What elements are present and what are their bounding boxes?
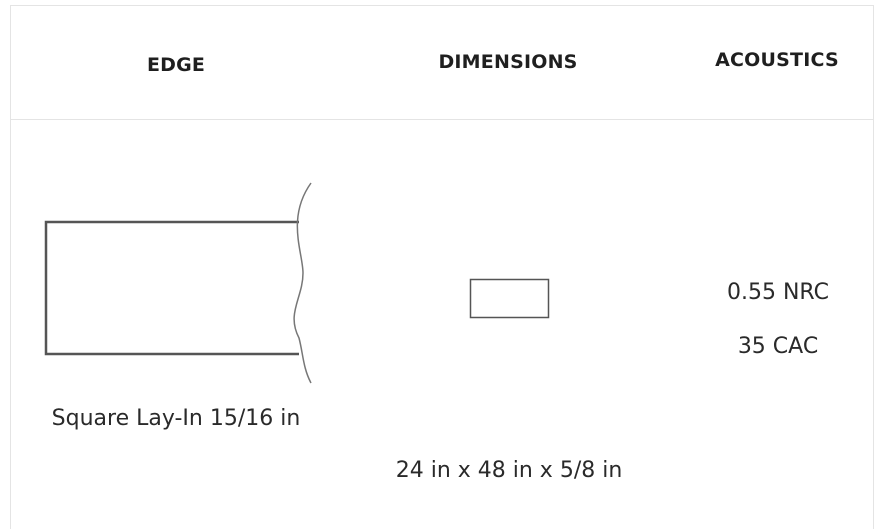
acoustics-header: ACOUSTICS xyxy=(715,49,839,71)
nrc-value: 0.55 NRC xyxy=(727,280,829,305)
product-spec-card: EDGE DIMENSIONS ACOUSTICS Square Lay-In … xyxy=(10,5,874,529)
square-edge-profile-icon xyxy=(44,182,312,384)
dimensions-header: DIMENSIONS xyxy=(438,51,578,73)
panel-rectangle-icon xyxy=(469,278,550,319)
edge-header: EDGE xyxy=(146,54,206,76)
edge-label: Square Lay-In 15/16 in xyxy=(51,406,301,431)
cac-value: 35 CAC xyxy=(737,334,819,359)
spec-header-row: EDGE DIMENSIONS ACOUSTICS xyxy=(11,6,873,120)
dimensions-value: 24 in x 48 in x 5/8 in xyxy=(395,458,623,483)
